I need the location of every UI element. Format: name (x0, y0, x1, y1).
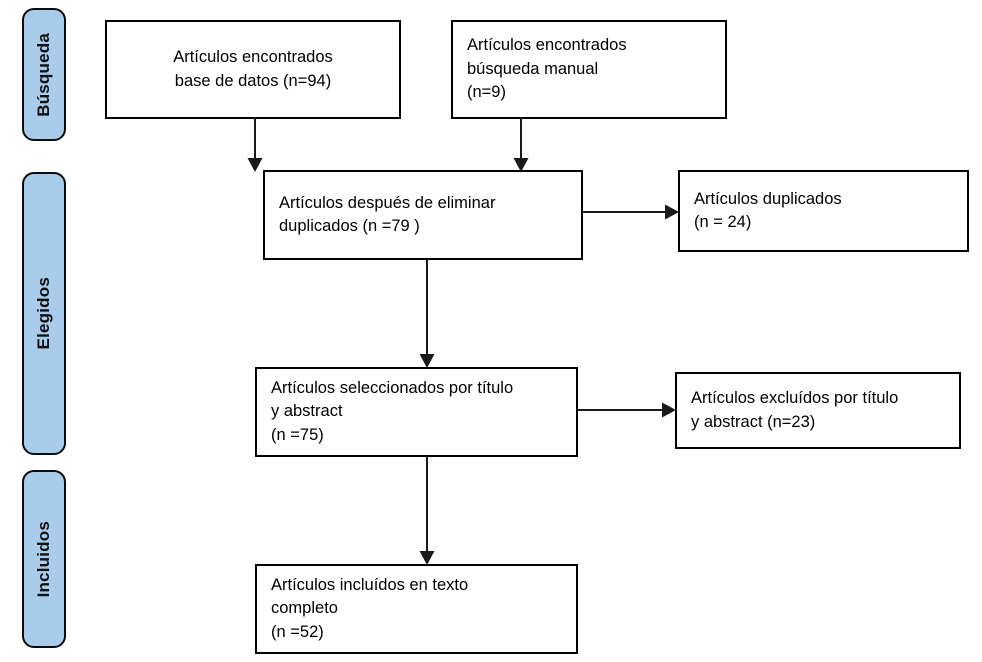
connector-screened-to-included (419, 456, 435, 565)
box-after-duplicates: Artículos después de eliminar duplicados… (263, 170, 583, 260)
stage-pill-elegidos: Elegidos (22, 172, 66, 455)
box-fulltext-included: Artículos incluídos en texto completo (n… (255, 564, 578, 654)
box-manual-records: Artículos encontrados búsqueda manual (n… (451, 20, 727, 119)
connector-db-to-dedup (247, 117, 263, 172)
box-excluded: Artículos excluídos por título y abstrac… (675, 372, 961, 449)
stage-label-incluidos: Incluidos (34, 520, 53, 598)
box-after-duplicates-text: Artículos después de eliminar duplicados… (279, 193, 496, 235)
box-duplicates-removed: Artículos duplicados (n = 24) (678, 170, 969, 252)
stage-label-elegidos: Elegidos (34, 277, 53, 350)
connector-dedup-to-screened (419, 259, 435, 368)
box-duplicates-removed-text: Artículos duplicados (n = 24) (694, 189, 842, 231)
stage-label-busqueda: Búsqueda (34, 32, 53, 117)
stage-pill-busqueda: Búsqueda (22, 8, 66, 141)
connector-screened-to-excluded (578, 402, 676, 418)
box-manual-records-text: Artículos encontrados búsqueda manual (n… (467, 36, 627, 102)
connector-manual-to-dedup (513, 117, 529, 172)
box-screened: Artículos seleccionados por título y abs… (255, 367, 578, 457)
box-screened-text: Artículos seleccionados por título y abs… (271, 378, 514, 444)
box-fulltext-included-text: Artículos incluídos en texto completo (n… (271, 575, 469, 641)
box-database-records: Artículos encontrados base de datos (n=9… (105, 20, 401, 119)
box-database-records-text: Artículos encontrados base de datos (n=9… (173, 48, 333, 90)
connector-dedup-to-duplicates (583, 204, 679, 220)
box-excluded-text: Artículos excluídos por título y abstrac… (691, 389, 899, 431)
stage-pill-incluidos: Incluidos (22, 470, 66, 648)
